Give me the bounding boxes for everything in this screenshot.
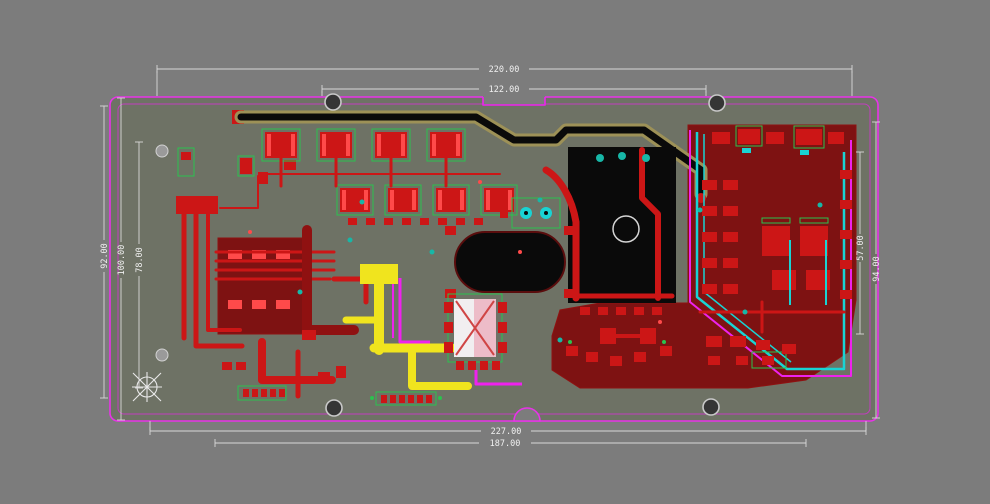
ic-interconnect-traces — [267, 156, 501, 188]
dim-label-top-inner: 122.00 — [489, 85, 520, 95]
plane-hole-circle — [612, 215, 640, 243]
dim-top-inner: 122.00 — [321, 85, 707, 96]
origin-marker-icon — [132, 372, 162, 402]
dual-via-component[interactable] — [500, 197, 561, 229]
dim-label-left-inner: 78.00 — [135, 247, 145, 273]
dimension-annotations: 220.00 122.00 227.00 187.00 92.00 — [100, 65, 882, 449]
dim-label-left-outer: 92.00 — [100, 243, 110, 269]
dim-right-outer: 94.00 — [872, 121, 882, 419]
bottom-left-components[interactable] — [222, 330, 442, 406]
board-notches — [482, 96, 546, 422]
mounting-hole — [708, 94, 726, 112]
dim-label-right-inner: 57.00 — [856, 235, 866, 261]
dim-top-outer: 220.00 — [156, 65, 853, 96]
mounting-hole — [702, 398, 720, 416]
transformer-footprint[interactable] — [444, 293, 522, 386]
right-components-mid[interactable] — [702, 170, 852, 305]
dim-left-middle: 100.00 — [117, 97, 127, 421]
right-components-top[interactable] — [712, 125, 844, 155]
dim-bottom-outer: 227.00 — [149, 421, 867, 437]
black-plane-region[interactable] — [542, 147, 676, 315]
dim-left-outer: 92.00 — [100, 105, 110, 399]
edge-pad — [155, 348, 169, 362]
yellow-power-traces[interactable] — [342, 264, 472, 390]
dim-right-inner: 57.00 — [856, 151, 866, 335]
right-components-bottom[interactable] — [698, 300, 846, 369]
dim-label-left-middle: 100.00 — [117, 245, 127, 276]
mounting-hole — [325, 399, 343, 417]
dim-label-bottom-outer: 227.00 — [491, 427, 522, 437]
mounting-hole — [324, 93, 342, 111]
edge-pad — [155, 144, 169, 158]
dim-label-bottom-inner: 187.00 — [490, 439, 521, 449]
dim-left-inner: 78.00 — [135, 141, 145, 389]
ic-bank-top-row[interactable] — [261, 128, 466, 162]
top-thick-trace[interactable] — [232, 110, 708, 203]
dim-bottom-inner: 187.00 — [214, 439, 807, 449]
power-input-section[interactable] — [176, 147, 307, 349]
dim-label-top-outer: 220.00 — [489, 65, 520, 75]
dim-label-right-outer: 94.00 — [872, 256, 882, 282]
magenta-routing-left — [392, 278, 430, 344]
via-dots — [248, 180, 823, 343]
bottom-strip-components[interactable] — [566, 328, 672, 366]
passive-row[interactable] — [348, 218, 483, 225]
center-cutout — [445, 226, 575, 298]
ic-bank-second-row[interactable] — [336, 184, 518, 216]
pcb-board[interactable] — [109, 93, 879, 422]
